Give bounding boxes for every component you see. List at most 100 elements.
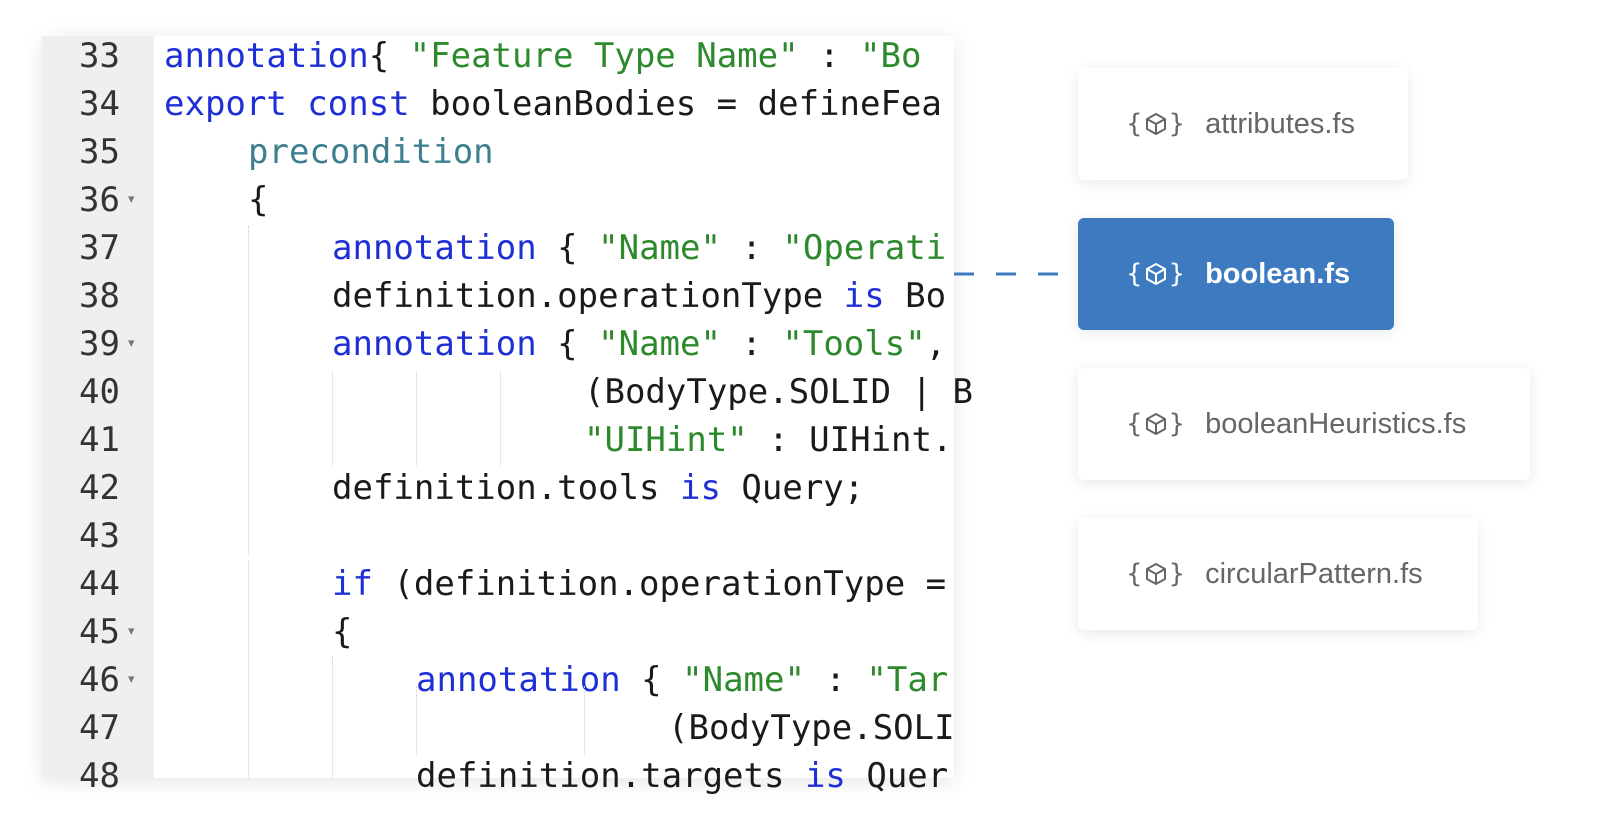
indent-guide — [332, 371, 333, 466]
code-token: "Operati — [782, 228, 947, 268]
code-token: "Tools" — [782, 324, 926, 364]
code-token: precondition — [248, 132, 494, 172]
line-number: 37 — [79, 228, 120, 268]
file-tab-attributes-fs[interactable]: {} attributes.fs — [1078, 68, 1408, 180]
code-text: annotation{ "Feature Type Name" : "Bo — [164, 32, 921, 80]
code-line: 47 (BodyType.SOLI — [42, 704, 955, 752]
code-text: definition.tools is Query; — [332, 464, 864, 512]
indent-guide — [248, 226, 249, 556]
code-text: annotation { "Name" : "Tools", — [332, 320, 946, 368]
code-line: 39 ▾ annotation { "Name" : "Tools", — [42, 320, 954, 368]
code-token: annotation — [164, 36, 369, 76]
code-token: { — [368, 36, 410, 76]
package-icon: {} — [1126, 409, 1186, 439]
code-token: (BodyType.SOLI — [668, 708, 955, 748]
code-token: booleanBodies = defineFea — [409, 84, 942, 124]
file-tab-boolean-fs[interactable]: {} boolean.fs — [1078, 218, 1394, 330]
code-token: (BodyType.SOLID | B — [584, 372, 973, 412]
code-token: Quer — [845, 756, 949, 796]
code-line: 45 ▾ { — [42, 608, 954, 656]
indent-guide — [248, 561, 249, 778]
code-token: , — [925, 324, 947, 364]
file-name: boolean.fs — [1205, 257, 1351, 290]
line-number: 45 — [79, 612, 120, 652]
fold-toggle-icon[interactable]: ▾ — [128, 624, 135, 639]
code-token: definition.tools — [332, 468, 680, 508]
line-number: 35 — [79, 132, 120, 172]
code-token: { — [248, 180, 269, 220]
line-number: 39 — [79, 324, 120, 364]
fold-toggle-icon[interactable]: ▾ — [128, 672, 135, 687]
code-token: "Feature Type Name" — [409, 36, 799, 76]
code-token: { — [332, 612, 353, 652]
code-text: export const booleanBodies = defineFea — [164, 80, 942, 128]
code-line: 46 ▾ annotation { "Name" : "Tar — [42, 656, 954, 704]
file-tab-circularPattern-fs[interactable]: {} circularPattern.fs — [1078, 518, 1478, 630]
package-icon: {} — [1126, 109, 1186, 139]
connector-dashed-line — [954, 272, 1078, 276]
code-token: : — [798, 36, 861, 76]
line-number: 43 — [79, 516, 120, 556]
code-token: : UIHint. — [747, 420, 953, 460]
code-token: "Tar — [866, 660, 949, 700]
line-number: 36 — [79, 180, 120, 220]
code-token: is — [680, 468, 721, 508]
file-name: circularPattern.fs — [1205, 557, 1423, 590]
package-icon: {} — [1126, 259, 1186, 289]
code-text: precondition — [248, 128, 494, 176]
code-text: annotation { "Name" : "Tar — [416, 656, 948, 704]
indent-guide — [584, 686, 585, 756]
code-line: 34 export const booleanBodies = defineFea — [42, 80, 954, 128]
line-number: 34 — [79, 84, 120, 124]
indent-guide — [416, 371, 417, 466]
code-token: : — [804, 660, 867, 700]
code-token: export const — [164, 84, 410, 124]
code-text: definition.targets is Quer — [416, 752, 948, 800]
code-token: "UIHint" — [584, 420, 748, 460]
line-number: 46 — [79, 660, 120, 700]
package-icon: {} — [1126, 559, 1186, 589]
line-number: 33 — [79, 36, 120, 76]
code-line: 44 if (definition.operationType = — [42, 560, 954, 608]
code-token: if — [332, 564, 373, 604]
code-line: 33 annotation{ "Feature Type Name" : "Bo — [42, 32, 954, 80]
code-token: definition.targets — [416, 756, 805, 796]
code-token: annotation — [332, 324, 537, 364]
line-number: 41 — [79, 420, 120, 460]
indent-guide — [332, 656, 333, 778]
code-token: { — [536, 324, 599, 364]
indent-guide — [500, 371, 501, 466]
code-text: (BodyType.SOLI — [668, 704, 955, 752]
code-token: annotation — [416, 660, 621, 700]
indent-guide — [416, 686, 417, 756]
code-token: is — [843, 276, 885, 316]
code-token: is — [804, 756, 846, 796]
line-number-gutter — [42, 36, 154, 778]
code-text: if (definition.operationType = — [332, 560, 946, 608]
code-line: 41 "UIHint" : UIHint. — [42, 416, 954, 464]
code-token: Bo — [884, 276, 947, 316]
cube-shape — [1145, 113, 1166, 135]
file-tab-booleanHeuristics-fs[interactable]: {} booleanHeuristics.fs — [1078, 368, 1530, 480]
line-number: 44 — [79, 564, 120, 604]
cube-shape — [1145, 263, 1166, 285]
line-number: 40 — [79, 372, 120, 412]
code-text: annotation { "Name" : "Operati — [332, 224, 946, 272]
fold-toggle-icon[interactable]: ▾ — [128, 336, 135, 351]
line-number: 47 — [79, 708, 120, 748]
code-line: 43 — [42, 512, 954, 560]
code-token: "Name" — [682, 660, 805, 700]
fold-toggle-icon[interactable]: ▾ — [128, 192, 135, 207]
file-name: attributes.fs — [1205, 107, 1355, 140]
code-token: "Name" — [598, 324, 721, 364]
code-token: { — [620, 660, 683, 700]
code-token: : — [720, 228, 783, 268]
file-name: booleanHeuristics.fs — [1205, 407, 1467, 440]
code-line: 35 precondition — [42, 128, 954, 176]
cube-shape — [1145, 563, 1166, 585]
code-token: Query; — [720, 468, 865, 508]
cube-shape — [1145, 413, 1166, 435]
